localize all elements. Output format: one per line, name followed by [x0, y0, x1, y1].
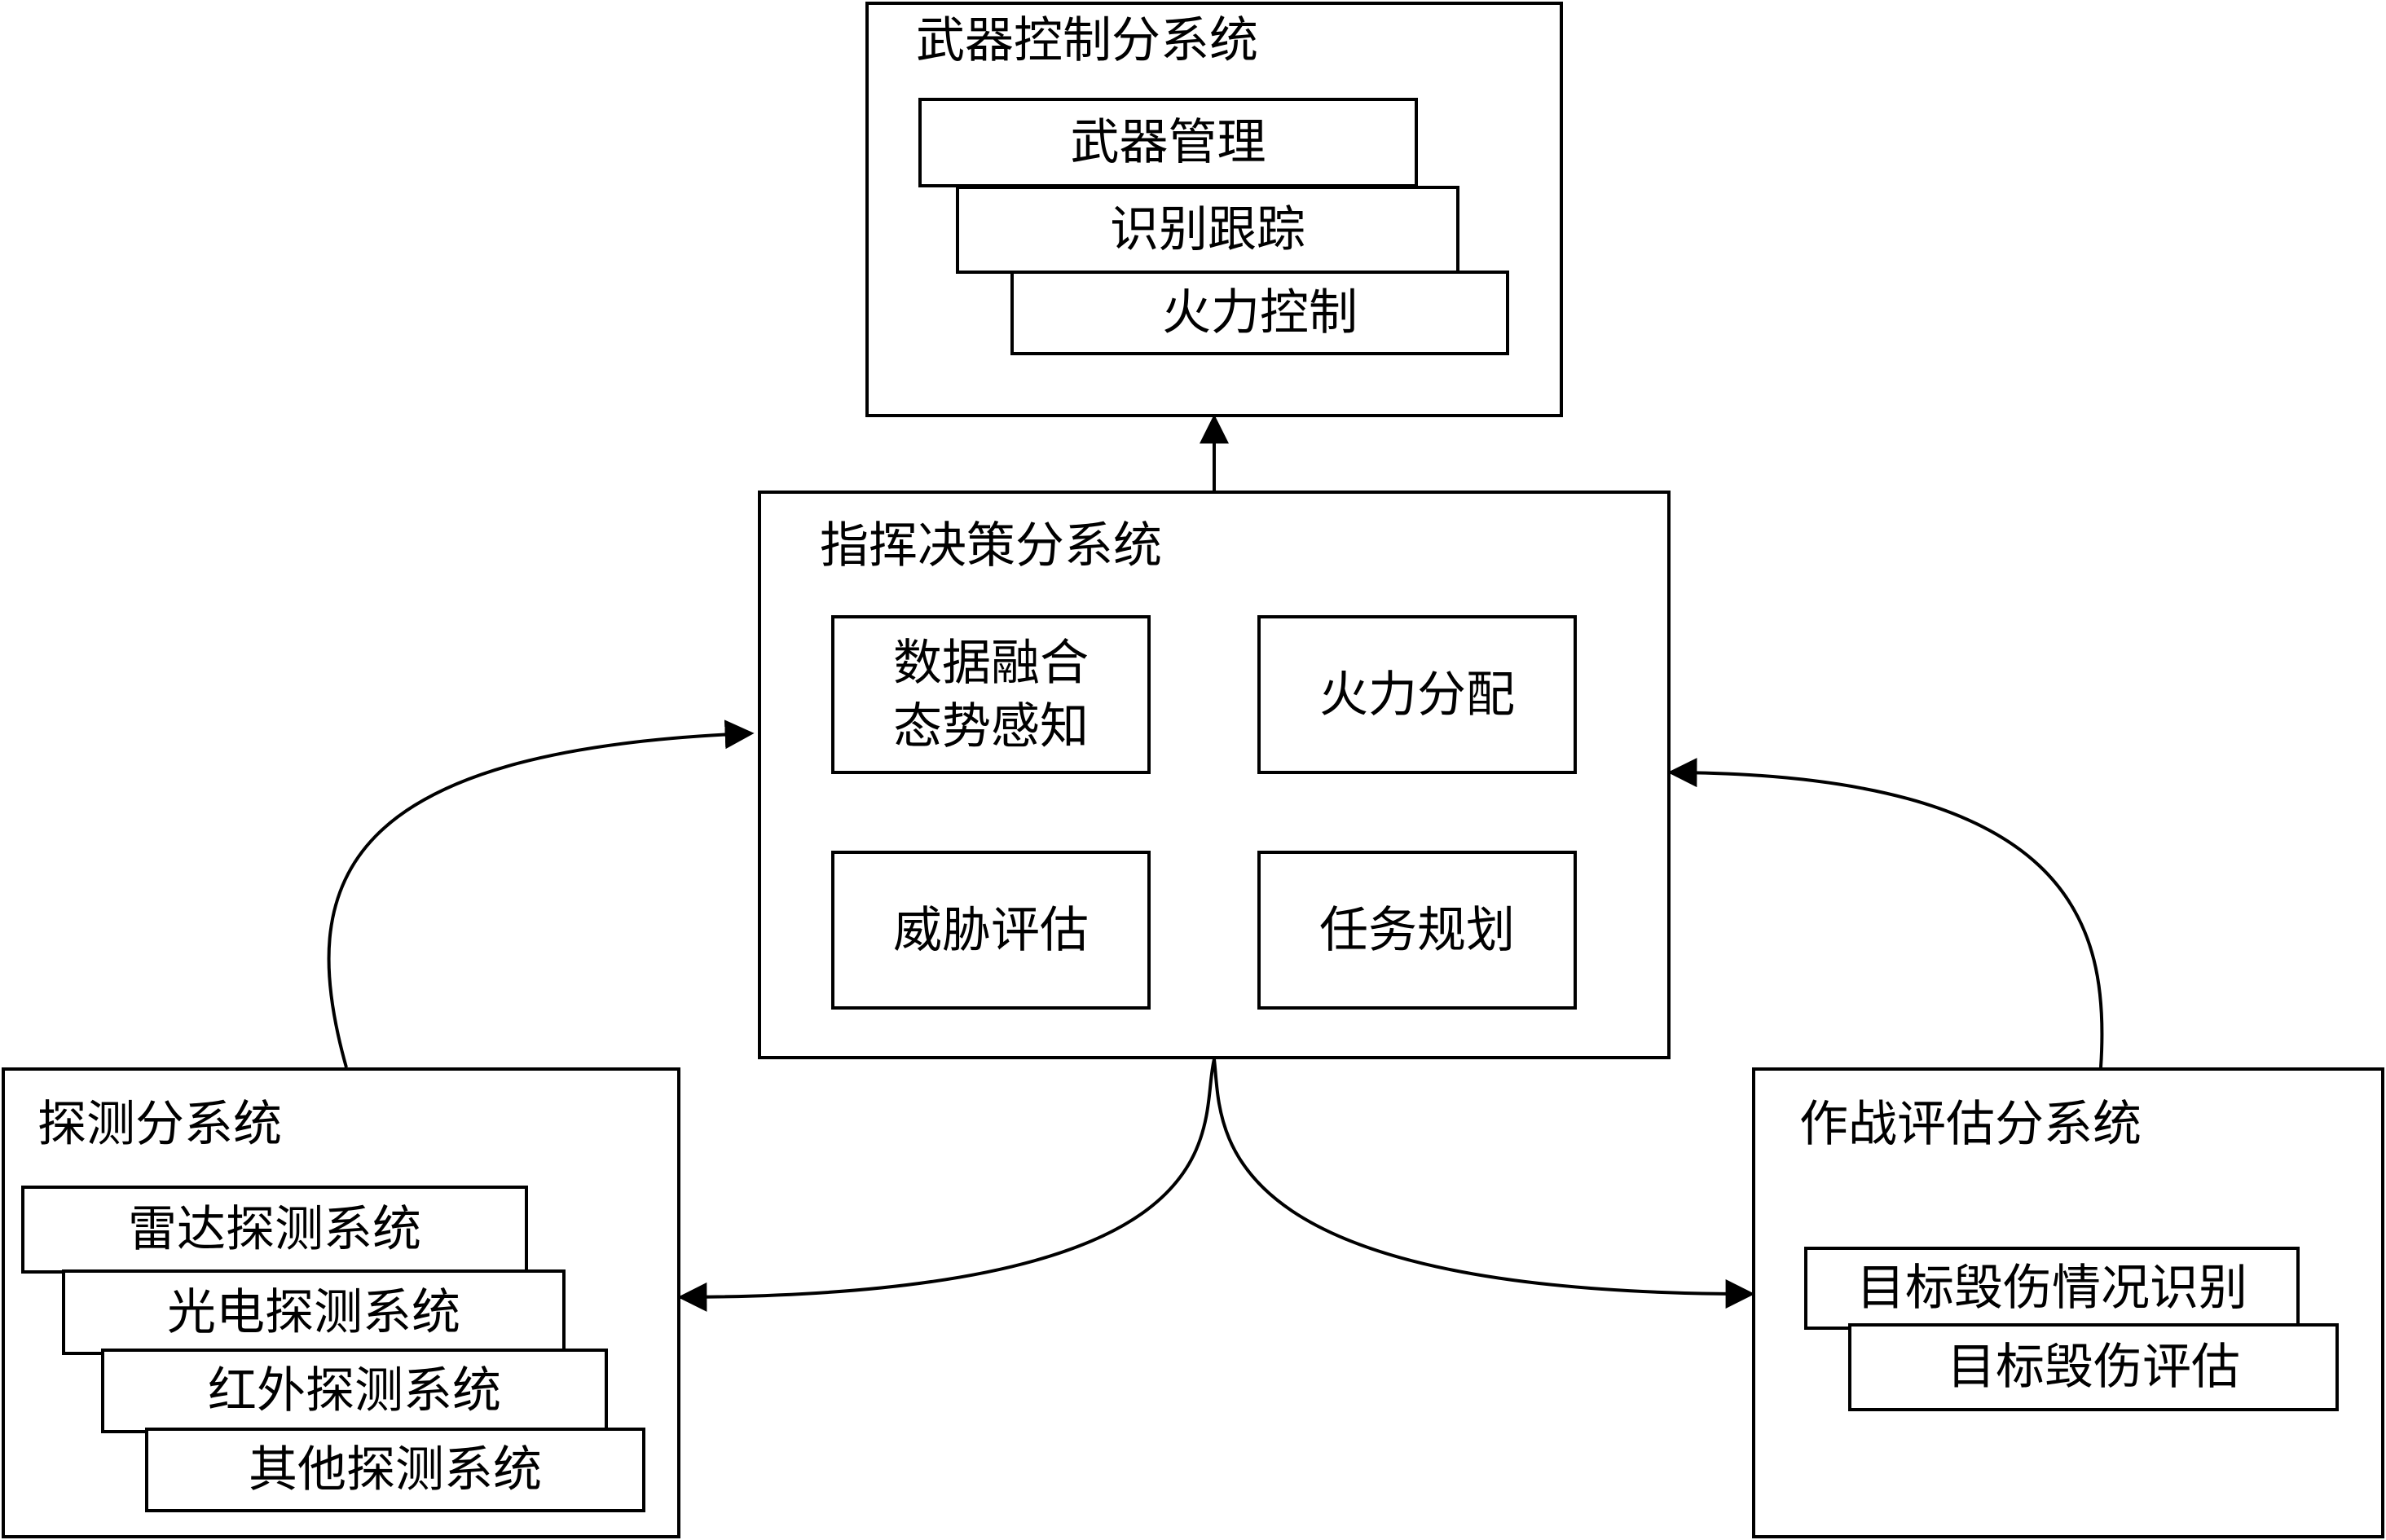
task-planning-label: 任务规划 — [1319, 901, 1515, 959]
detect-item-label: 其他探测系统 — [249, 1441, 542, 1498]
arrow-command-to-assess — [1213, 1058, 1755, 1309]
detect-item-radar: 雷达探测系统 — [21, 1186, 528, 1274]
threat-assessment-box: 威胁评估 — [831, 851, 1151, 1010]
arrow-detect-to-command — [327, 719, 755, 1068]
fire-allocation-label: 火力分配 — [1319, 666, 1515, 724]
threat-assessment-label: 威胁评估 — [893, 901, 1089, 959]
assess-item-damage-assessment: 目标毁伤评估 — [1848, 1323, 2339, 1411]
fire-allocation-box: 火力分配 — [1257, 615, 1577, 774]
task-planning-box: 任务规划 — [1257, 851, 1577, 1010]
detect-item-label: 光电探测系统 — [167, 1283, 460, 1341]
detect-item-optoelectronic: 光电探测系统 — [62, 1269, 566, 1355]
fusion-line: 态势感知 — [893, 697, 1089, 755]
fusion-box: 数据融合 态势感知 — [831, 615, 1151, 774]
weapon-item-management: 武器管理 — [918, 98, 1418, 187]
weapon-control-title: 武器控制分系统 — [916, 12, 1258, 69]
weapon-item-tracking: 识别跟踪 — [956, 186, 1459, 274]
weapon-item-label: 识别跟踪 — [1110, 201, 1305, 258]
detect-item-other: 其他探测系统 — [145, 1428, 645, 1512]
arrow-command-to-detect — [677, 1058, 1216, 1312]
assess-item-label: 目标毁伤情况识别 — [1856, 1260, 2247, 1317]
fusion-line: 数据融合 — [893, 634, 1089, 692]
detect-item-label: 雷达探测系统 — [128, 1201, 421, 1258]
detection-title: 探测分系统 — [37, 1096, 282, 1153]
command-decision-title: 指挥决策分系统 — [820, 517, 1162, 574]
arrow-assess-to-command — [1667, 758, 2104, 1068]
detect-item-label: 红外探测系统 — [208, 1362, 501, 1419]
weapon-item-label: 火力控制 — [1162, 284, 1358, 341]
assess-item-damage-recognition: 目标毁伤情况识别 — [1804, 1247, 2300, 1330]
weapon-item-fire-control: 火力控制 — [1010, 271, 1509, 355]
combat-assessment-title: 作战评估分系统 — [1799, 1096, 2142, 1153]
weapon-item-label: 武器管理 — [1070, 114, 1266, 171]
assess-item-label: 目标毁伤评估 — [1947, 1339, 2240, 1396]
detect-item-infrared: 红外探测系统 — [101, 1349, 608, 1433]
